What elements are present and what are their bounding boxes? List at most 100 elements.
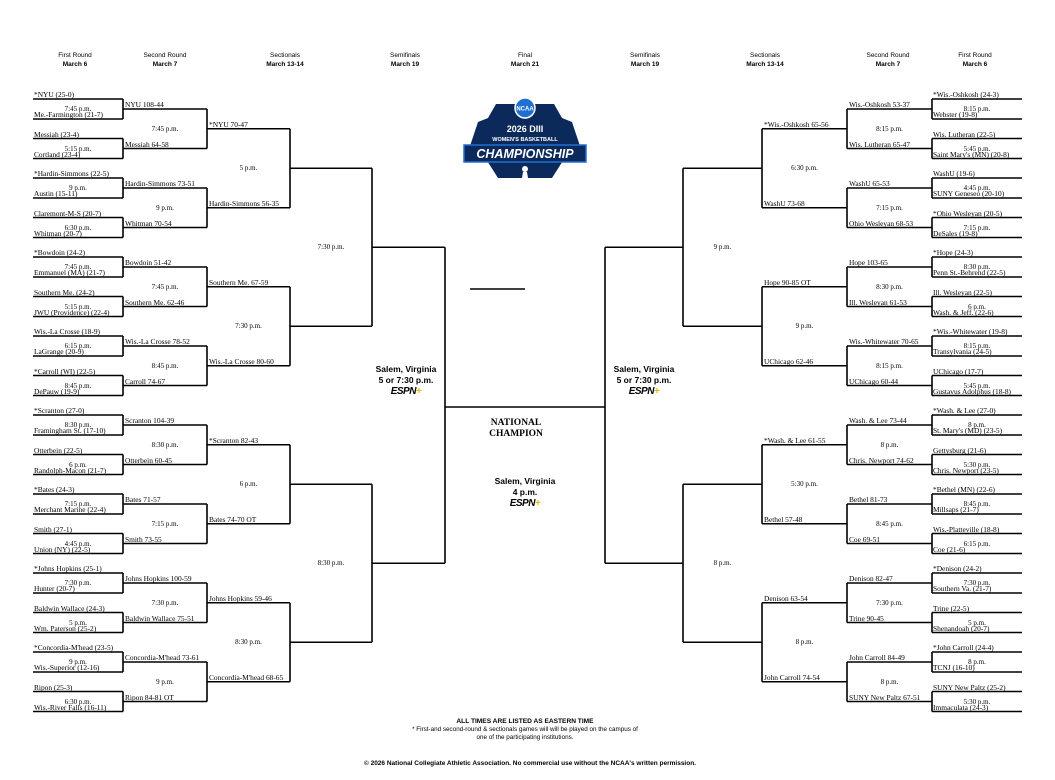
- team-name: Concordia-M'head 73-61: [125, 653, 200, 662]
- team-name: Messiah 64-58: [125, 139, 169, 149]
- team-name: Hope 103-65: [849, 258, 888, 267]
- round-date: March 6: [962, 61, 988, 68]
- team-name: Southern Va. (21-7): [933, 584, 992, 593]
- team-name: *NYU (25-0): [34, 90, 75, 99]
- team-name: Southern Me. (24-2): [34, 287, 95, 297]
- team-name: Scranton 104-39: [125, 416, 175, 425]
- game-time: 7:15 p.m.: [963, 223, 991, 232]
- team-name: Whitman 70-54: [125, 218, 172, 228]
- team-name: Austin (15-11): [34, 189, 78, 198]
- team-name: Ill. Wesleyan 61-53: [849, 297, 907, 307]
- game-time: 8:15 p.m.: [963, 105, 991, 113]
- espn-plus-mark: +: [653, 386, 660, 397]
- team-name: St. Mary's (MD) (23-5): [933, 426, 1003, 435]
- espn-logo-text: ESPN: [390, 386, 417, 397]
- team-name: Millsaps (21-7): [933, 505, 979, 514]
- national-champion-line2: CHAMPION: [489, 429, 543, 439]
- team-name: Chris. Newport (23-5): [933, 465, 999, 475]
- semifinal-right-venue: Salem, Virginia 5 or 7:30 p.m. ESPN+: [606, 364, 682, 397]
- team-name: *Johns Hopkins (25-1): [34, 564, 102, 573]
- team-name: Me.-Farmington (21-7): [34, 110, 103, 119]
- team-name: Bates 71-57: [125, 495, 161, 504]
- semifinal-left-venue: Salem, Virginia 5 or 7:30 p.m. ESPN+: [368, 364, 444, 397]
- game-time: 8:15 p.m.: [876, 124, 903, 133]
- ncaa-badge: [514, 97, 536, 119]
- team-name: UChicago 62-46: [764, 356, 814, 366]
- game-time: 7:15 p.m.: [151, 519, 179, 528]
- espn-plus-logo: ESPN+: [391, 386, 422, 397]
- game-time: 7:45 p.m.: [151, 124, 179, 133]
- team-name: NYU 108-44: [125, 100, 164, 109]
- team-name: Union (NY) (22-5): [34, 544, 91, 554]
- team-name: SUNY Geneseo (20-10): [933, 189, 1005, 198]
- game-time: 7:30 p.m.: [235, 322, 262, 331]
- footer-notes: ALL TIMES ARE LISTED AS EASTERN TIME * F…: [410, 718, 640, 742]
- game-time: 8:45 p.m.: [876, 519, 903, 528]
- basketball-player-body: [522, 172, 528, 178]
- game-time: 4:45 p.m.: [963, 184, 991, 192]
- team-name: DeSales (19-8): [933, 228, 978, 238]
- game-time: 8:45 p.m.: [963, 500, 991, 508]
- national-champion-label: NATIONAL CHAMPION: [470, 418, 562, 440]
- game-time: 8 p.m.: [880, 677, 899, 686]
- round-name: Sectionals: [270, 52, 300, 59]
- game-time: 7:30 p.m.: [317, 243, 345, 252]
- team-name: Wis.-River Falls (16-11): [34, 702, 107, 712]
- game-time: 8 p.m.: [968, 658, 986, 666]
- espn-plus-mark: +: [415, 386, 422, 397]
- espn-logo-text: ESPN: [628, 386, 655, 397]
- campus-note: * First-and second-round & sectionals ga…: [412, 726, 638, 741]
- round-date: March 6: [62, 61, 88, 68]
- team-name: Hardin-Simmons 56-35: [209, 198, 280, 208]
- ncaa-badge-text: NCAA: [516, 107, 534, 113]
- game-time: 5 p.m.: [239, 164, 258, 173]
- game-time: 6:30 p.m.: [791, 164, 818, 173]
- team-name: Wis.-La Crosse 80-60: [209, 356, 274, 366]
- team-name: *Carroll (WI) (22-5): [34, 366, 96, 376]
- logo-title: CHAMPIONSHIP: [476, 147, 574, 161]
- game-time: 5 p.m.: [69, 618, 87, 627]
- round-date: March 13-14: [266, 61, 304, 68]
- team-name: *NYU 70-47: [209, 119, 248, 129]
- game-time: 6 p.m.: [968, 302, 986, 311]
- game-time: 7:30 p.m.: [876, 598, 903, 607]
- game-time: 8:15 p.m.: [876, 361, 903, 370]
- team-name: Denison 63-54: [764, 593, 808, 603]
- team-name: Cortland (23-4): [34, 149, 81, 159]
- national-champion-line1: NATIONAL: [490, 418, 542, 428]
- team-name: Coe 69-51: [849, 534, 880, 544]
- copyright-notice: © 2026 National Collegiate Athletic Asso…: [363, 760, 696, 767]
- team-name: Wash. & Lee 73-44: [849, 416, 907, 425]
- game-time: 6:30 p.m.: [64, 697, 92, 706]
- game-time: 8:30 p.m.: [235, 638, 262, 647]
- team-name: *John Carroll (24-4): [933, 643, 994, 652]
- game-time: 7:30 p.m.: [64, 579, 92, 587]
- team-name: Otterbein 60-45: [125, 455, 172, 465]
- team-name: Wis. Lutheran 65-47: [849, 139, 911, 149]
- round-date: March 7: [875, 61, 901, 68]
- espn-plus-logo: ESPN+: [510, 498, 541, 509]
- round-name: Semifinals: [630, 52, 660, 59]
- game-time: 6:15 p.m.: [963, 539, 991, 548]
- game-time: 6:30 p.m.: [64, 223, 92, 232]
- team-name: John Carroll 84-49: [849, 653, 905, 662]
- team-name: Baldwin Wallace (24-3): [34, 603, 105, 613]
- team-name: Emmanuel (MA) (21-7): [34, 268, 106, 277]
- team-name: LaGrange (20-9): [34, 347, 84, 356]
- team-name: *Bates (24-3): [34, 485, 75, 494]
- team-name: Randolph-Macon (21-7): [34, 465, 107, 475]
- team-name: Concordia-M'head 68-65: [209, 672, 284, 682]
- team-name: Wash. & Jeff. (22-6): [933, 307, 994, 317]
- game-time: 7:45 p.m.: [64, 105, 92, 113]
- team-name: Immaculata (24-3): [933, 702, 989, 712]
- team-name: *Bethel (MN) (22-6): [933, 485, 995, 494]
- round-name: Second Round: [143, 52, 187, 59]
- team-name: Claremont-M-S (20-7): [34, 208, 102, 218]
- team-name: TCNJ (16-10): [933, 663, 975, 672]
- team-name: *Denison (24-2): [933, 564, 982, 573]
